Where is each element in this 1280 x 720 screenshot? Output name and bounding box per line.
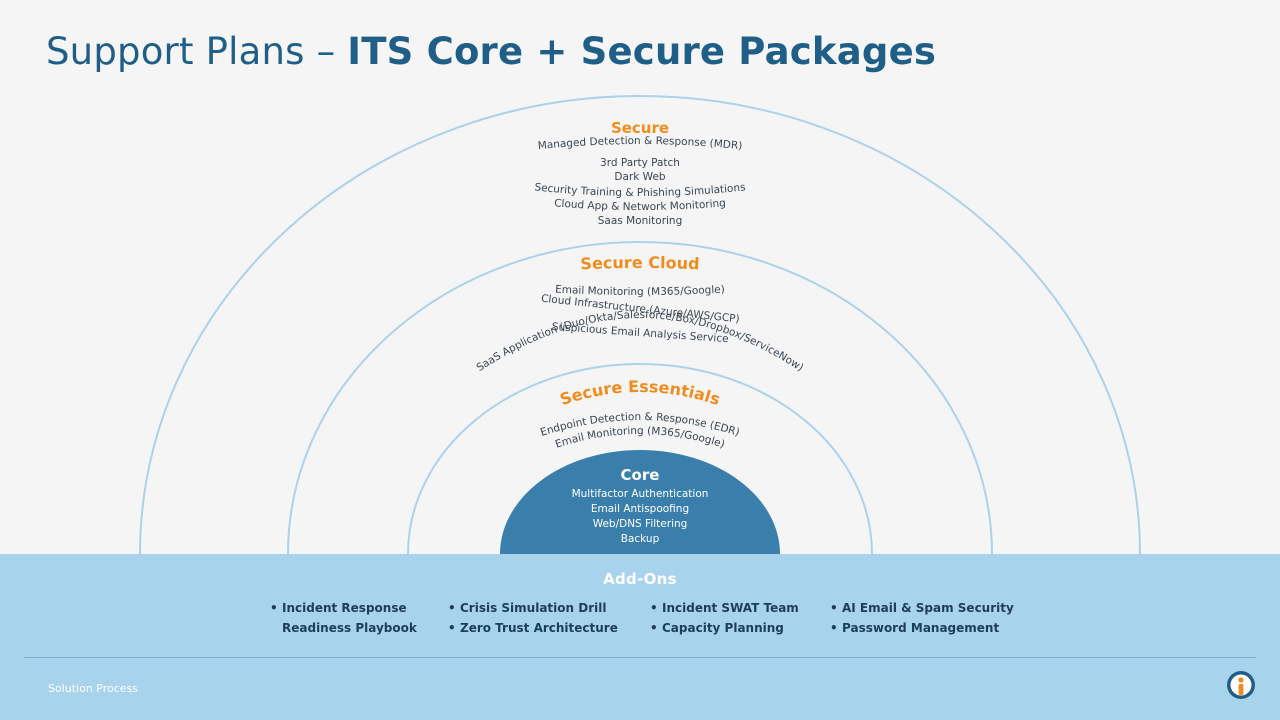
title-light: Support Plans – [46, 30, 348, 73]
addon-item: Capacity Planning [650, 618, 799, 638]
secure-item: Saas Monitoring [598, 215, 683, 227]
addons-title: Add-Ons [603, 570, 677, 588]
secure-item: Cloud App & Network Monitoring [554, 197, 727, 213]
core-heading: Core [621, 466, 660, 484]
secure-cloud-item: Email Monitoring (M365/Google) [555, 284, 725, 298]
addon-item: Zero Trust Architecture [448, 618, 618, 638]
secure-cloud-heading: Secure Cloud [580, 253, 700, 273]
secure-item: Managed Detection & Response (MDR) [537, 135, 743, 152]
secure-item: 3rd Party Patch [600, 157, 680, 169]
footer-label: Solution Process [48, 682, 139, 695]
secure-item: Security Training & Phishing Simulations [534, 181, 746, 199]
core-disc [500, 450, 780, 554]
addons-column: AI Email & Spam Security Password Manage… [830, 598, 1014, 638]
addon-item: AI Email & Spam Security [830, 598, 1014, 618]
footer-divider [24, 657, 1256, 658]
addon-item: Incident SWAT Team [650, 598, 799, 618]
info-person-logo-icon [1227, 671, 1255, 699]
core-item: Multifactor Authentication [572, 488, 709, 500]
core-item: Web/DNS Filtering [593, 518, 688, 530]
addons-column: Crisis Simulation Drill Zero Trust Archi… [448, 598, 618, 638]
ring-diagram: Secure Managed Detection & Response (MDR… [139, 95, 1141, 555]
page-title: Support Plans – ITS Core + Secure Packag… [46, 30, 936, 73]
ring-secure [139, 95, 1141, 555]
core-item: Backup [621, 533, 660, 545]
secure-item: Dark Web [614, 171, 665, 183]
addons-band: Add-Ons Incident Response Readiness Play… [0, 554, 1280, 720]
addons-column: Incident SWAT Team Capacity Planning [650, 598, 799, 638]
addon-item: Password Management [830, 618, 1014, 638]
secure-heading: Secure [611, 119, 669, 137]
addons-column: Incident Response Readiness Playbook [270, 598, 417, 638]
addon-item: Incident Response Readiness Playbook [270, 598, 417, 638]
title-bold: ITS Core + Secure Packages [347, 30, 937, 73]
ring-secure-essentials [407, 363, 873, 555]
core-item: Email Antispoofing [591, 503, 689, 515]
secure-essentials-heading: Secure Essentials [558, 377, 723, 409]
ring-secure-cloud [287, 241, 993, 555]
addon-item: Crisis Simulation Drill [448, 598, 618, 618]
